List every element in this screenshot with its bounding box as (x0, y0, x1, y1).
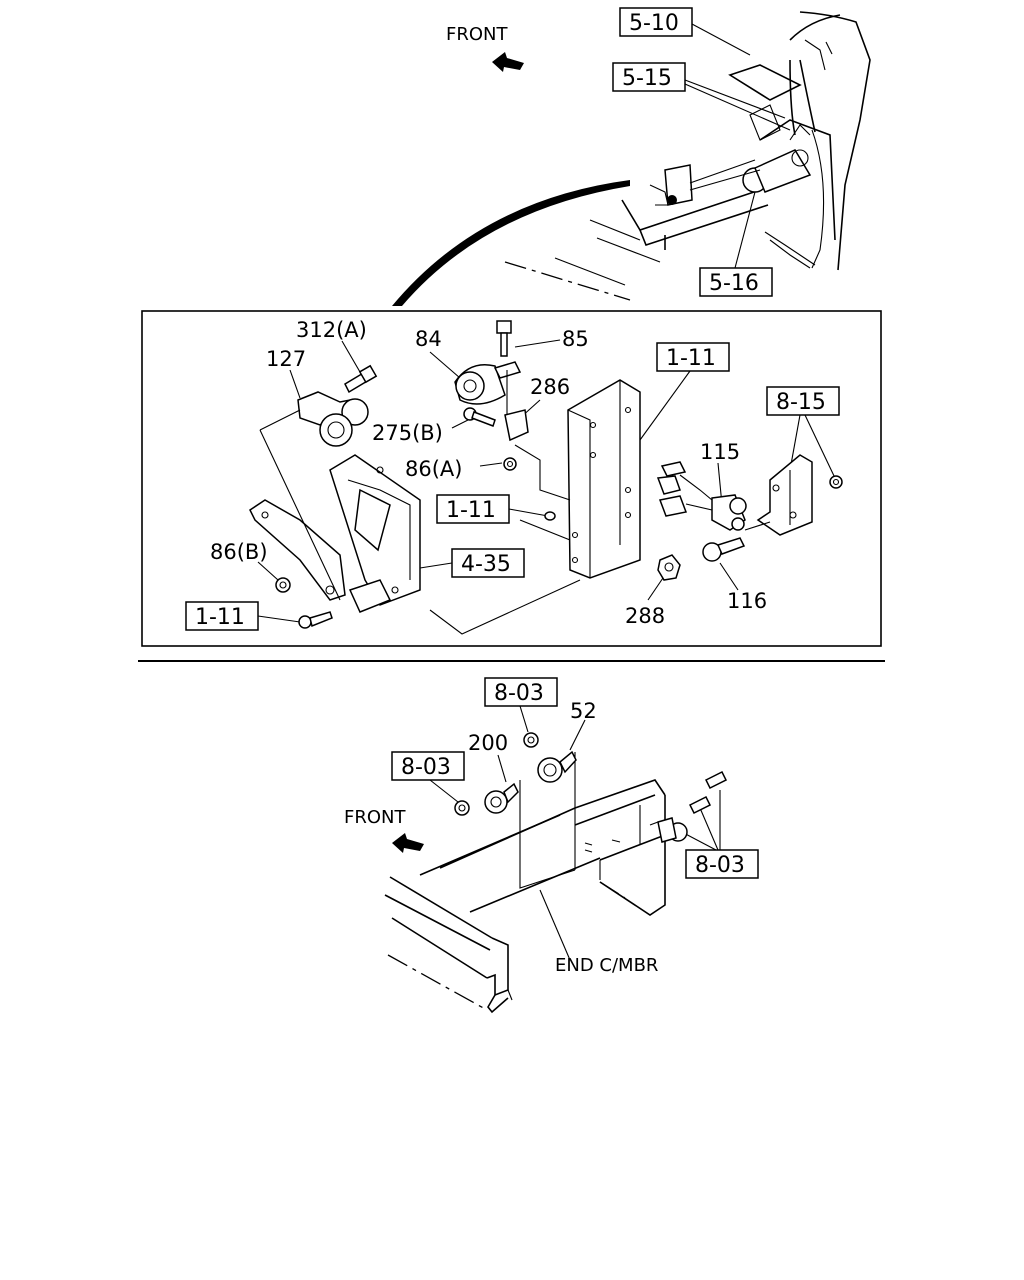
detail-section: 312(A) 127 84 85 286 275(B) 86(A) 86(B) … (185, 318, 843, 635)
part-116: 116 (727, 589, 767, 613)
part-86b: 86(B) (210, 540, 268, 564)
ref-8-03-top: 8-03 (494, 681, 544, 706)
part-200: 200 (468, 731, 508, 755)
part-85: 85 (562, 327, 589, 351)
overview-section: FRONT (392, 7, 871, 306)
ref-8-03-right: 8-03 (695, 853, 745, 878)
front-arrow-top (492, 52, 524, 72)
ref-1-11-bottom: 1-11 (195, 605, 245, 630)
part-127: 127 (266, 347, 306, 371)
ref-8-15: 8-15 (776, 390, 826, 415)
front-label-bottom: FRONT (344, 807, 406, 828)
part-52: 52 (570, 699, 597, 723)
ref-4-35: 4-35 (461, 552, 511, 577)
ref-5-15: 5-15 (622, 66, 672, 91)
front-arrow-bottom (392, 833, 424, 853)
part-84: 84 (415, 327, 442, 351)
end-crossmember-section: FRONT 52 200 END C/MBR 8-03 8-03 8-03 (344, 677, 759, 1014)
front-label-top: FRONT (446, 24, 508, 45)
part-275b: 275(B) (372, 421, 443, 445)
ref-8-03-left: 8-03 (401, 755, 451, 780)
detail-frame (141, 310, 882, 647)
end-crossmember-note: END C/MBR (555, 955, 658, 976)
part-86a: 86(A) (405, 457, 462, 481)
part-115: 115 (700, 440, 740, 464)
ref-1-11-top: 1-11 (666, 346, 716, 371)
part-312a: 312(A) (296, 318, 367, 342)
part-286: 286 (530, 375, 570, 399)
ref-5-10: 5-10 (629, 11, 679, 36)
part-288: 288 (625, 604, 665, 628)
ref-5-16: 5-16 (709, 271, 759, 296)
ref-1-11-mid: 1-11 (446, 498, 496, 523)
